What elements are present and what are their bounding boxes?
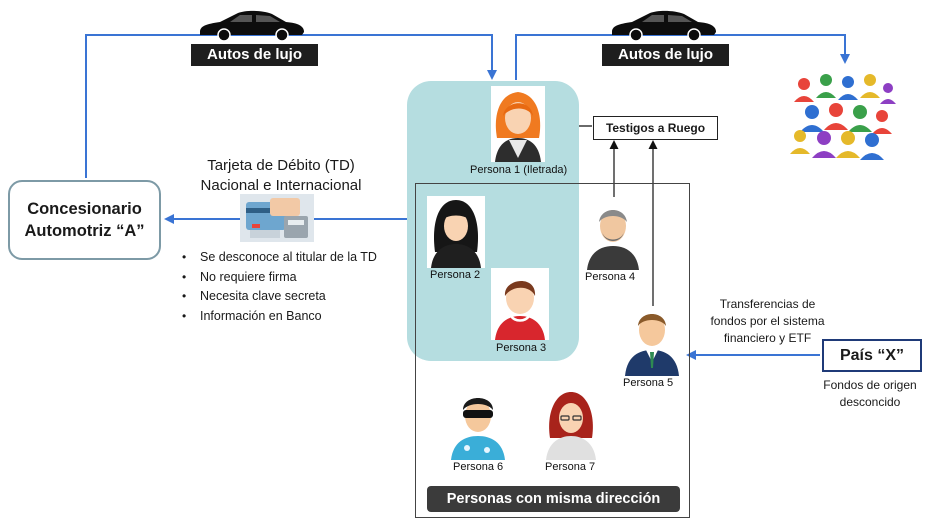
debit-card-features: Se desconoce al titular de la TD No requ… bbox=[182, 248, 377, 326]
persona-2-label: Persona 2 bbox=[430, 269, 481, 281]
persona-5-label: Persona 5 bbox=[623, 377, 674, 389]
feature-item: Necesita clave secreta bbox=[182, 287, 377, 307]
person-avatar-icon bbox=[491, 86, 545, 162]
persona-3-label: Persona 3 bbox=[496, 342, 547, 354]
persona-7-label: Persona 7 bbox=[545, 461, 596, 473]
debit-card-title: Tarjeta de Débito (TD) Nacional e Intern… bbox=[170, 156, 392, 196]
dealership-name-line2: Automotriz “A” bbox=[24, 222, 145, 240]
person-avatar-icon bbox=[491, 268, 549, 340]
person-avatar-icon bbox=[623, 306, 681, 376]
same-address-box bbox=[415, 183, 690, 518]
persona-6-label: Persona 6 bbox=[453, 461, 504, 473]
witnesses-box: Testigos a Ruego bbox=[593, 116, 718, 140]
country-x-box: País “X” bbox=[822, 339, 922, 372]
person-avatar-icon bbox=[427, 196, 485, 268]
debit-card-title-line2: Nacional e Internacional bbox=[200, 177, 362, 194]
feature-item: Información en Banco bbox=[182, 307, 377, 327]
debit-card-title-line1: Tarjeta de Débito (TD) bbox=[207, 157, 355, 174]
car-label-left: Autos de lujo bbox=[191, 44, 318, 66]
car-icon bbox=[200, 10, 304, 42]
person-avatar-icon bbox=[585, 198, 641, 270]
crowd-icon bbox=[790, 74, 896, 160]
feature-item: Se desconoce al titular de la TD bbox=[182, 248, 377, 268]
car-icon bbox=[612, 10, 716, 42]
funds-origin-line1: Fondos de origen bbox=[823, 378, 917, 392]
dealership-name-line1: Concesionario bbox=[27, 200, 142, 218]
person-avatar-icon bbox=[449, 388, 507, 460]
dealership-box: Concesionario Automotriz “A” bbox=[8, 180, 161, 260]
car-label-right: Autos de lujo bbox=[602, 44, 729, 66]
same-address-label: Personas con misma dirección bbox=[427, 486, 680, 512]
transfer-line3: financiero y ETF bbox=[723, 331, 812, 345]
person-avatar-icon bbox=[542, 388, 600, 460]
feature-item: No requiere firma bbox=[182, 268, 377, 288]
transfer-line2: fondos por el sistema bbox=[710, 314, 825, 328]
transfer-line1: Transferencias de bbox=[719, 297, 816, 311]
transfer-description: Transferencias de fondos por el sistema … bbox=[700, 296, 835, 347]
funds-origin-note: Fondos de origen desconcido bbox=[815, 377, 925, 411]
card-terminal-icon bbox=[240, 194, 314, 242]
funds-origin-line2: desconcido bbox=[839, 395, 901, 409]
persona-4-label: Persona 4 bbox=[585, 271, 636, 283]
persona-1-label: Persona 1 (Iletrada) bbox=[470, 164, 568, 176]
